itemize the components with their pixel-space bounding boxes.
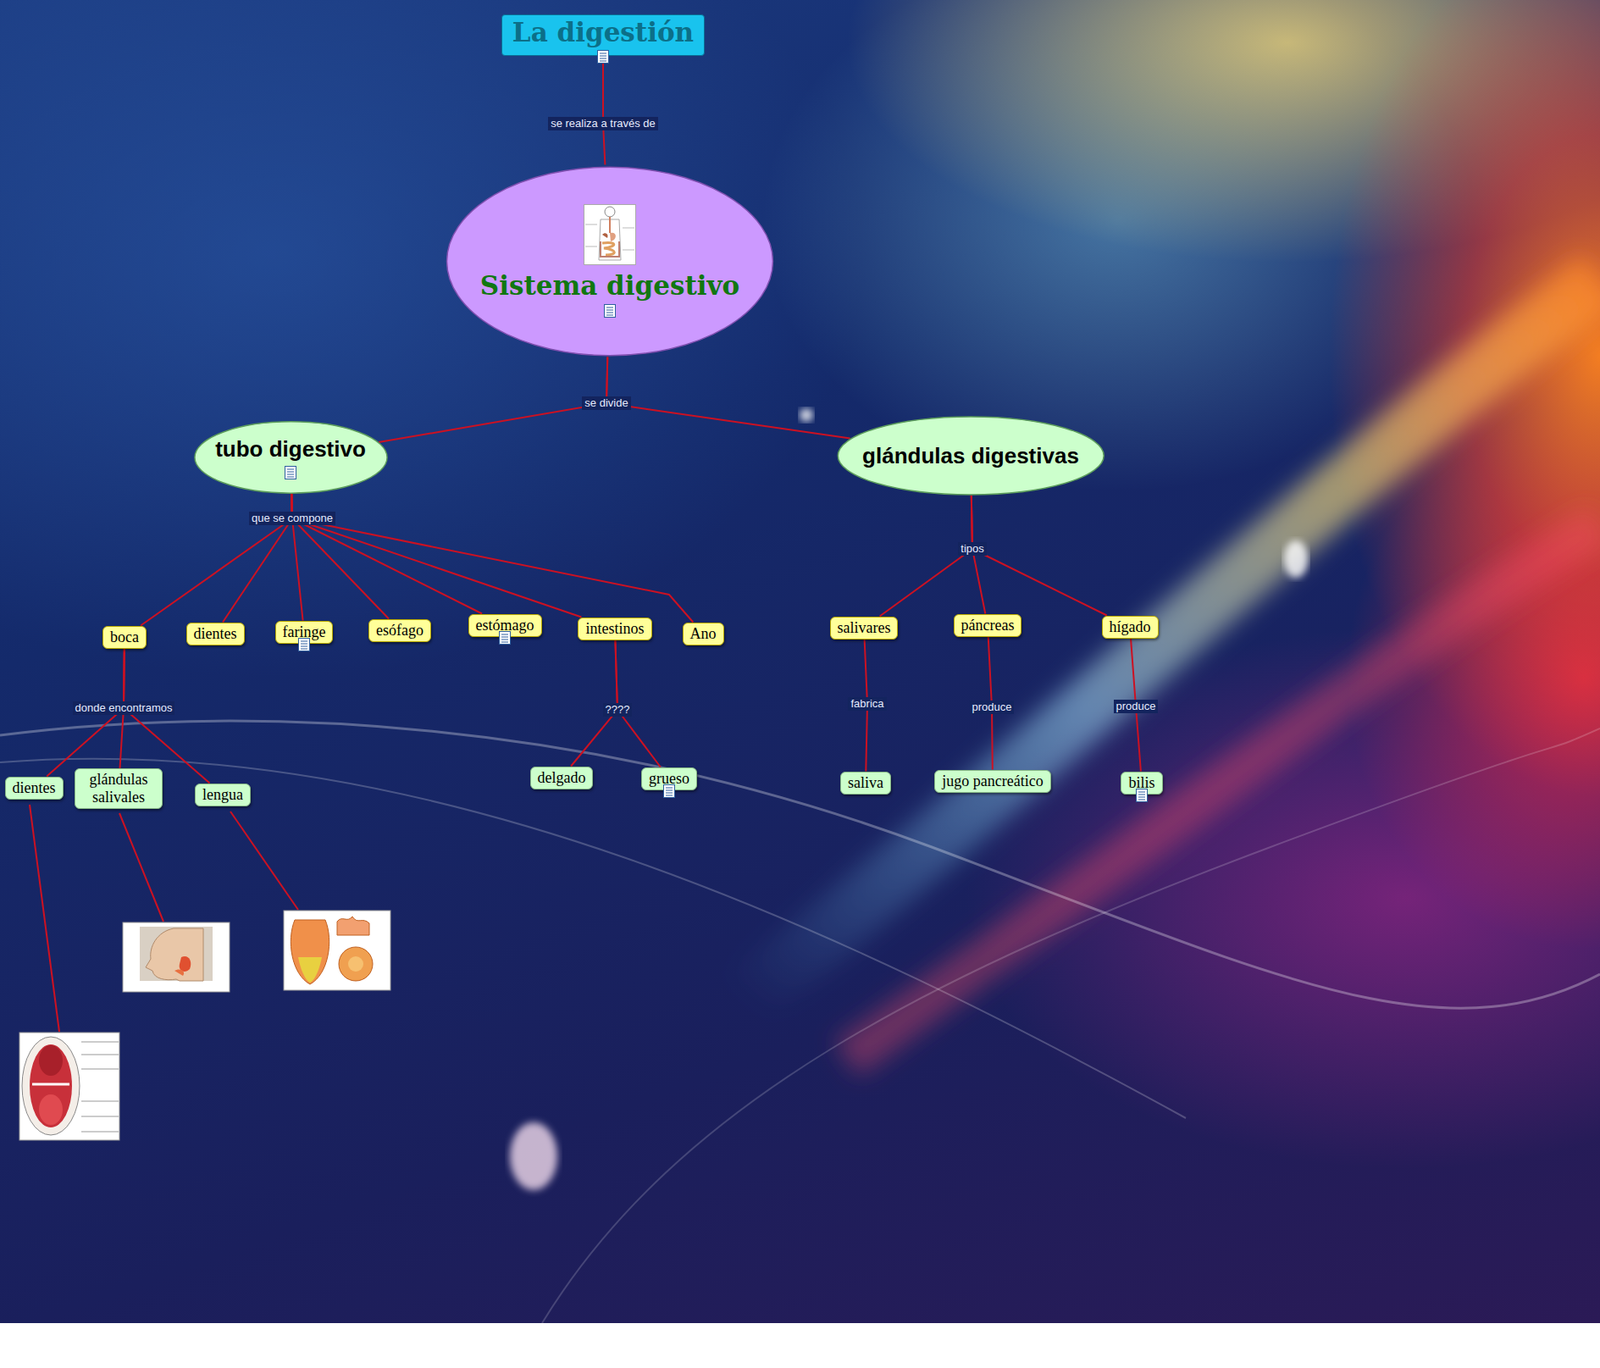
node-text: glándulas digestivas [862,442,1080,470]
connector [971,495,1108,616]
note-icon [603,304,616,318]
concept-box: bilis [1120,771,1163,795]
concept-box: páncreas [953,614,1023,637]
note-icon [298,637,311,652]
link-label: produce [1113,699,1159,714]
link-label: se realiza a través de [548,116,659,131]
link-label: se divide [581,396,631,410]
concept-box: estómago [468,614,543,637]
leader-lines [29,804,299,1032]
node-text: saliva [847,774,884,792]
node-text: hígado [1109,618,1152,637]
concept-box: dientes [186,622,245,646]
link-label: que se compone [249,511,336,526]
connector [606,357,851,439]
connector [123,648,211,784]
note-icon [597,49,609,64]
node-text: glándulas salivales [82,770,156,807]
note-icon [284,465,297,480]
concept-box: dientes [5,776,64,800]
connector [880,495,973,617]
node-text: dientes [12,779,56,798]
tongue-picture [283,910,391,991]
link-label: fabrica [847,697,886,711]
node-text: Ano [690,625,717,643]
concept-box: glándulas salivales [74,768,163,809]
note-icon [1135,788,1148,803]
concept-box: delgado [530,766,594,790]
title-box: La digestión [501,14,705,56]
link-label: ???? [603,703,633,717]
note-icon [498,631,511,645]
connector [603,55,605,166]
node-text: lengua [202,786,244,804]
concept-ellipse: tubo digestivo [193,420,388,494]
teeth-picture [19,1032,120,1141]
node-text: salivares [837,619,892,637]
concept-box: faringe [275,620,334,644]
concept-box: lengua [194,783,251,807]
salivary-gland-picture [122,922,230,992]
node-text: Sistema digestivo [480,270,740,301]
connector [291,493,693,623]
concept-ellipse: glándulas digestivas [836,415,1105,496]
node-text: esófago [376,621,424,640]
concept-box: intestinos [577,617,652,641]
concept-box: jugo pancreático [934,769,1051,793]
note-icon [663,784,676,798]
concept-box: Ano [682,622,725,646]
link-label: donde encontramos [72,701,176,715]
node-text: páncreas [961,616,1015,635]
digestive-system-picture [583,204,637,266]
connector [378,357,608,443]
node-text: dientes [193,625,238,643]
link-label: tipos [957,542,986,556]
concept-box: boca [102,625,147,649]
background-swooshes [0,0,1600,1324]
node-text: delgado [537,769,587,787]
node-text: La digestión [512,16,694,48]
concept-box: saliva [840,771,892,795]
node-text: intestinos [585,620,644,638]
concept-ellipse: Sistema digestivo [445,165,775,358]
node-text: jugo pancreático [941,772,1043,791]
concept-box: grueso [641,767,698,791]
node-text: tubo digestivo [215,436,366,463]
concept-box: esófago [368,619,432,643]
node-text: boca [110,628,139,647]
concept-box: salivares [830,616,899,640]
concept-box: hígado [1101,615,1159,639]
link-label: produce [969,700,1015,715]
